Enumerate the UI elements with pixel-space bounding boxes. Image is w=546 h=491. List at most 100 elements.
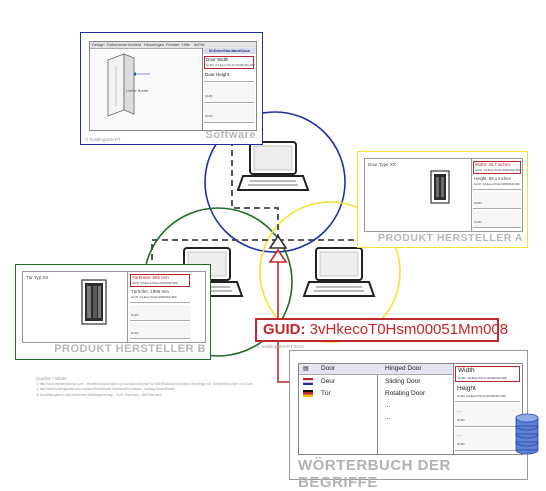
copyright-text: © buildingSMART 2014 bbox=[257, 344, 304, 349]
term-item[interactable]: Sliding Door bbox=[385, 378, 421, 385]
door-type-label: Door Type XX bbox=[368, 162, 396, 167]
height-value: Türhöhe: 1995 mm bbox=[131, 289, 170, 294]
height-guid: GUID: 3vHkecoT0Hsm00051Mm009 bbox=[474, 182, 520, 186]
hersteller-a-inner: Door Type XX Width: 45,7 inches GUID: 3v… bbox=[364, 158, 523, 232]
property-row-label: GUID bbox=[457, 418, 465, 422]
software-caption: © buildingSMART bbox=[85, 137, 121, 142]
guid-prefix: GUID: bbox=[263, 321, 306, 338]
software-menubar: Design Dokumente Ansicht Hinzufügen Fens… bbox=[90, 42, 256, 49]
menu-item[interactable]: Hilfe bbox=[182, 42, 191, 47]
software-title: Software bbox=[205, 129, 256, 141]
width-value: Türbreite: 985 mm bbox=[132, 275, 169, 280]
height-field[interactable]: Height: 85,1 inches GUID: 3vHkecoT0Hsm00… bbox=[473, 176, 521, 190]
door-width-field[interactable]: Door Width GUID: 3vHkecoT0Hsm00051Mm008 bbox=[204, 56, 255, 69]
property-row-label: ... bbox=[457, 432, 462, 438]
property-row-label: ... bbox=[457, 408, 462, 414]
language-label: Tür bbox=[321, 390, 331, 397]
door-drawing bbox=[107, 53, 150, 117]
menu-item[interactable]: Design bbox=[92, 42, 105, 47]
prop-height-guid: GUID: 3vHkecoT0Hsm00051Mm009 bbox=[457, 394, 506, 398]
width-field[interactable]: Türbreite: 985 mm GUID: 3vHkecoT0Hsm0005… bbox=[130, 274, 190, 287]
flag-de-icon bbox=[303, 390, 313, 397]
property-row-label: GUID bbox=[205, 94, 213, 98]
yellow-circle bbox=[259, 201, 401, 343]
col2-header: Hinged Door bbox=[385, 365, 422, 372]
property-row: GUID bbox=[473, 211, 521, 228]
hersteller-a-panel: Door Type XX Width: 45,7 inches GUID: 3v… bbox=[357, 151, 528, 248]
width-guid: GUID: 3vHkecoT0Hsm00051Mm008 bbox=[475, 168, 521, 172]
menu-item[interactable]: Fenster bbox=[166, 42, 180, 47]
term-item[interactable]: ... bbox=[385, 402, 391, 409]
flag-us-icon: ▤ bbox=[303, 366, 309, 372]
width-field[interactable]: Width: 45,7 inches GUID: 3vHkecoT0Hsm000… bbox=[473, 161, 521, 174]
property-row-label: GUID bbox=[131, 331, 139, 335]
door-width-label: Door Width bbox=[206, 57, 229, 62]
hersteller-b-title: PRODUKT HERSTELLER B bbox=[54, 343, 206, 355]
link-to-hersteller-b bbox=[151, 239, 278, 270]
property-row: GUID bbox=[204, 84, 254, 103]
database-icon bbox=[515, 413, 539, 455]
language-row[interactable]: Tür bbox=[299, 389, 377, 399]
terms-header: Hinged Door bbox=[377, 364, 453, 375]
menu-item[interactable]: Ansicht bbox=[128, 42, 142, 47]
property-row-label: GUID bbox=[474, 220, 482, 224]
hub-triangle bbox=[268, 234, 288, 249]
property-row: GUID bbox=[130, 305, 190, 321]
sources-line: 3) Darstellungsform: http://dictionary.b… bbox=[36, 392, 162, 397]
term-item[interactable]: ... bbox=[385, 414, 391, 421]
language-label: Deur bbox=[321, 378, 336, 385]
property-row: ... GUID bbox=[455, 404, 520, 427]
property-row: ... GUID bbox=[455, 428, 520, 451]
software-window: Design Dokumente Ansicht Hinzufügen Fens… bbox=[89, 41, 257, 131]
hersteller-b-properties: Türbreite: 985 mm GUID: 3vHkecoT0Hsm0005… bbox=[127, 272, 204, 342]
property-panel: IfcDoorStandardCase Door Width GUID: 3vH… bbox=[202, 48, 256, 130]
sources-line: 2) http://www.buildingsmart-tech.org/spe… bbox=[36, 387, 175, 391]
guid-box: GUID: 3vHkecoT0Hsm00051Mm008 bbox=[255, 318, 508, 342]
prop-width-label: Width bbox=[458, 367, 475, 374]
sources-line: Quellen / Bilder: bbox=[36, 376, 69, 381]
door-width-guid: GUID: 3vHkecoT0Hsm00051Mm008 bbox=[206, 63, 255, 67]
property-row-label: GUID bbox=[131, 313, 139, 317]
property-header: IfcDoorStandardCase bbox=[203, 48, 256, 54]
language-column: ▤ Door Deur Tür bbox=[299, 364, 378, 454]
blue-circle bbox=[204, 111, 346, 253]
woerterbuch-inner: ▤ Door Deur Tür Hinged Door Sliding Door bbox=[298, 363, 523, 455]
menu-item[interactable]: Dokumente bbox=[107, 42, 128, 47]
width-value: Width: 45,7 inches bbox=[475, 162, 511, 167]
col1-header: Door bbox=[321, 365, 336, 372]
language-header: ▤ Door bbox=[299, 364, 377, 375]
height-guid: GUID: 3vHkecoT0Hsm00051Mm009 bbox=[131, 295, 177, 299]
property-row-label: GUID bbox=[457, 442, 465, 446]
property-row-label: GUID bbox=[205, 114, 213, 118]
door-height-field[interactable]: Door Height bbox=[204, 71, 254, 82]
flag-nl-icon bbox=[303, 378, 313, 385]
left-label: Lichte Breite bbox=[126, 88, 149, 93]
prop-height-field[interactable]: Height GUID: 3vHkecoT0Hsm00051Mm009 bbox=[455, 385, 520, 402]
menu-item[interactable]: Hinzufügen bbox=[144, 42, 165, 47]
hersteller-b-inner: Tür Typ XX Türbreite: 985 mm GUID: 3vHke… bbox=[22, 271, 206, 343]
woerterbuch-panel: ▤ Door Deur Tür Hinged Door Sliding Door bbox=[289, 350, 528, 491]
sources-line: 1) http://www.rfgintelnational.com/ - Mo… bbox=[36, 381, 253, 386]
sources-block: Quellen / Bilder: 1) http://www.rfgintel… bbox=[36, 376, 286, 398]
prop-height-label: Height bbox=[457, 385, 476, 392]
property-row-label: GUID bbox=[474, 201, 482, 205]
width-guid: GUID: 3vHkecoT0Hsm00051Mm008 bbox=[132, 281, 178, 285]
hersteller-a-properties: Width: 45,7 inches GUID: 3vHkecoT0Hsm000… bbox=[471, 159, 522, 231]
guid-value: 3vHkecoT0Hsm00051Mm008 bbox=[309, 321, 509, 338]
door-height-label: Door Height bbox=[205, 72, 230, 77]
language-row[interactable]: Deur bbox=[299, 377, 377, 387]
hersteller-a-title: PRODUKT HERSTELLER A bbox=[378, 232, 523, 244]
hersteller-b-panel: Tür Typ XX Türbreite: 985 mm GUID: 3vHke… bbox=[15, 264, 211, 360]
door-product-image bbox=[81, 279, 107, 325]
door-product-image bbox=[430, 170, 450, 204]
prop-width-guid: GUID: 3vHkecoT0Hsm00051Mm008 bbox=[458, 376, 507, 380]
property-row: GUID bbox=[130, 323, 190, 339]
property-row: GUID bbox=[473, 192, 521, 209]
property-row: GUID bbox=[204, 104, 254, 123]
prop-width-field[interactable]: Width GUID: 3vHkecoT0Hsm00051Mm008 bbox=[455, 366, 520, 382]
menu-item[interactable]: IfcFile bbox=[194, 42, 205, 47]
properties-column: Width GUID: 3vHkecoT0Hsm00051Mm008 Heigh… bbox=[453, 364, 522, 454]
height-field[interactable]: Türhöhe: 1995 mm GUID: 3vHkecoT0Hsm00051… bbox=[130, 289, 190, 303]
height-value: Height: 85,1 inches bbox=[474, 176, 511, 181]
term-item[interactable]: Rotating Door bbox=[385, 390, 426, 397]
